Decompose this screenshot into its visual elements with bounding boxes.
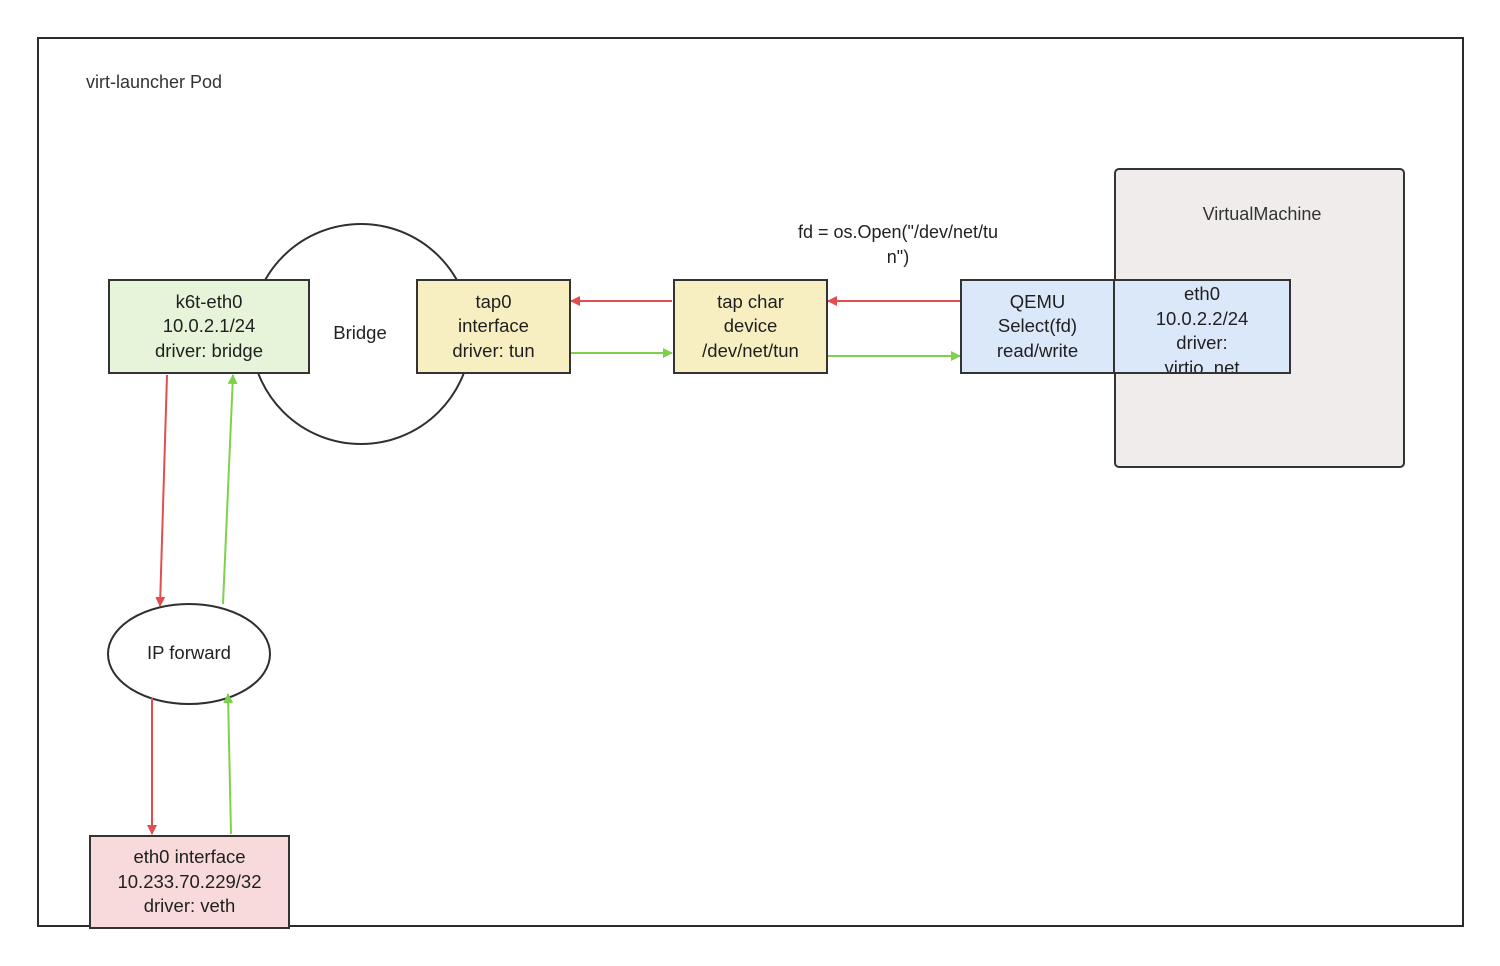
pod-eth0-address: 10.233.70.229/32	[117, 870, 262, 892]
arrow-ipforward-to-k6t	[222, 374, 238, 605]
ip-forward-label: IP forward	[147, 642, 231, 663]
arrow-eth0-to-ipforward	[223, 693, 234, 835]
tap-char-device-kind: device	[723, 315, 778, 337]
arrow-k6t-to-ipforward	[155, 374, 168, 607]
tap0-driver: driver: tun	[452, 339, 535, 361]
qemu-select: Select(fd)	[997, 315, 1078, 337]
ip-forward-ellipse	[107, 603, 271, 705]
pod-eth0-node: eth0 interface 10.233.70.229/32 driver: …	[89, 835, 290, 929]
tap0-node: tap0 interface driver: tun	[416, 279, 571, 374]
tap-char-device-name: tap char	[717, 290, 784, 312]
vm-eth0-address: 10.0.2.2/24	[1155, 307, 1249, 329]
k6t-eth0-address: 10.0.2.1/24	[162, 315, 256, 337]
tap-char-device-node: tap char device /dev/net/tun	[673, 279, 828, 374]
k6t-eth0-name: k6t-eth0	[175, 290, 243, 312]
vm-eth0-driver-label: driver:	[1176, 332, 1228, 353]
k6t-eth0-node: k6t-eth0 10.0.2.1/24 driver: bridge	[108, 279, 310, 374]
qemu-name: QEMU	[1009, 290, 1066, 312]
pod-eth0-driver: driver: veth	[143, 895, 236, 917]
k6t-eth0-driver: driver: bridge	[155, 339, 263, 361]
qemu-read-write: read/write	[996, 339, 1079, 361]
fd-open-annotation: fd = os.Open("/dev/net/tu n")	[748, 220, 1048, 270]
pod-label: virt-launcher Pod	[86, 72, 223, 92]
pod-eth0-name: eth0 interface	[133, 846, 246, 868]
vm-eth0-node: eth0 10.0.2.2/24 driver: virtio_net	[1113, 279, 1291, 374]
tap-char-device-path: /dev/net/tun	[702, 339, 799, 361]
vm-eth0-driver-value: virtio_net	[1164, 356, 1240, 374]
tap0-name: tap0	[475, 290, 512, 312]
qemu-node: QEMU Select(fd) read/write	[960, 279, 1115, 374]
fd-open-annotation-line1: fd = os.Open("/dev/net/tu	[797, 222, 998, 242]
fd-open-annotation-line2: n")	[886, 247, 910, 267]
virtual-machine-label: VirtualMachine	[1202, 204, 1322, 224]
tap0-kind: interface	[458, 315, 529, 337]
bridge-label: Bridge	[333, 322, 387, 343]
vm-eth0-name: eth0	[1183, 283, 1220, 304]
